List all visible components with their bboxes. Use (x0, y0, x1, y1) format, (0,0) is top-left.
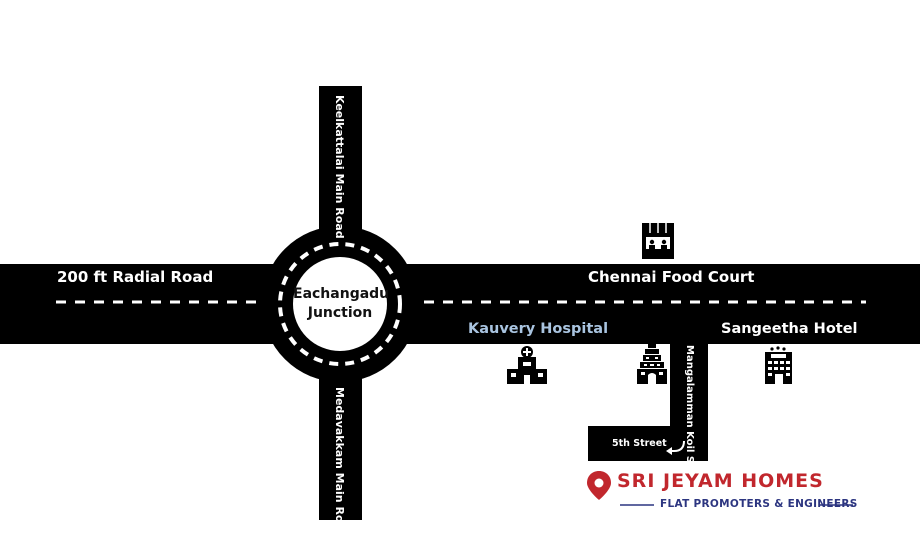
roundabout-island (293, 257, 387, 351)
turn-arrow-icon (669, 440, 685, 452)
medavakkam-road-label: Medavakkam Main Road (333, 387, 346, 538)
junction-label: Eachangadu Junction (293, 286, 390, 321)
brand-name: SRI JEYAM HOMES (617, 470, 824, 492)
turn-arrow-head (666, 447, 672, 455)
mangalamman-street-label: Mangalamman Koil St (684, 345, 695, 468)
hotel-icon (765, 346, 792, 384)
brand-tagline: FLAT PROMOTERS & ENGINEERS (660, 498, 858, 510)
hospital-icon (507, 346, 547, 384)
radial-road-label: 200 ft Radial Road (57, 268, 214, 286)
food-court-label: Chennai Food Court (588, 268, 755, 286)
hospital-label: Kauvery Hospital (468, 321, 609, 337)
roundabout-lane-marking (278, 242, 402, 366)
keelkattalai-road-label: Keelkattalai Main Road (333, 95, 346, 239)
fifth-street-label: 5th Street (612, 438, 667, 449)
location-map (0, 86, 920, 520)
fifth-street (588, 426, 708, 461)
shop-icon (642, 223, 674, 259)
location-pin-icon (587, 471, 611, 500)
temple-icon (637, 344, 667, 384)
hotel-label: Sangeetha Hotel (721, 321, 858, 337)
radial-road (0, 264, 920, 344)
